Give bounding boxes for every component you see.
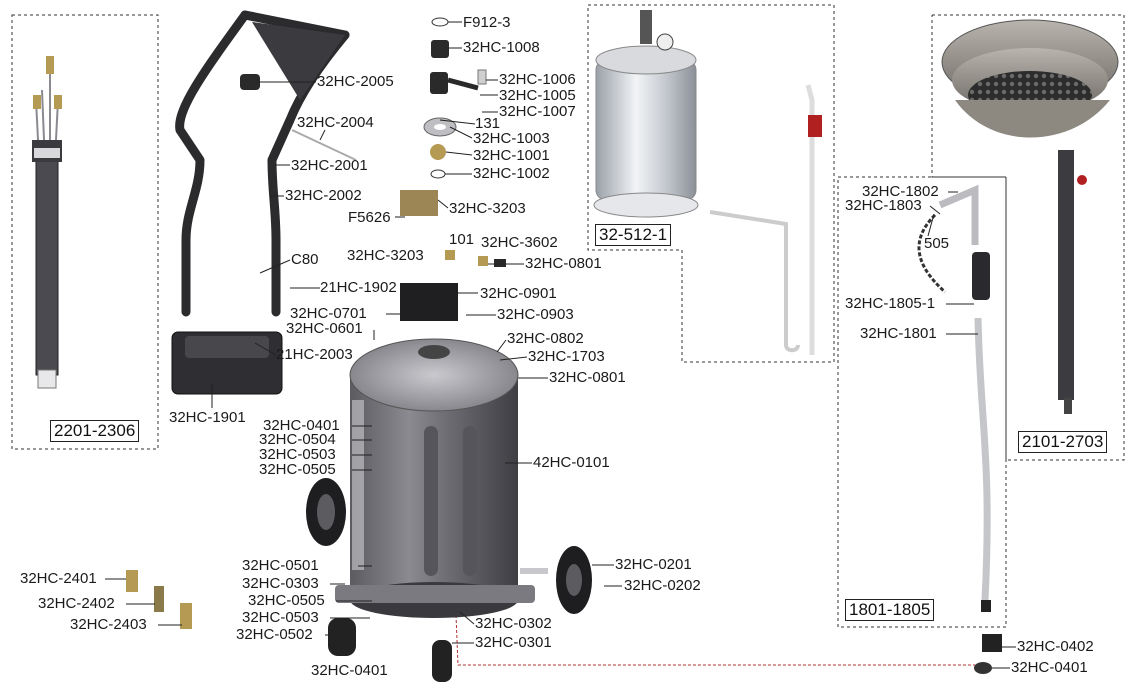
loose-fittings-art (126, 570, 1002, 674)
part-label: 131 (475, 115, 501, 132)
part-label: 32HC-0505 (248, 592, 325, 609)
part-label: 32HC-2004 (297, 114, 374, 131)
part-label: C80 (291, 251, 319, 268)
part-label: 32HC-0801 (525, 255, 602, 272)
part-label: 32HC-1801 (860, 325, 937, 342)
part-label: 32HC-2403 (70, 616, 147, 633)
part-label: 32HC-0903 (497, 306, 574, 323)
leader-lines (105, 21, 1016, 669)
part-label: 21HC-1902 (320, 279, 397, 296)
part-label: 32HC-1003 (473, 130, 550, 147)
group-box-outlines (11, 4, 1125, 628)
part-label: 32HC-1803 (845, 197, 922, 214)
knob-art (240, 74, 260, 90)
part-label: 32HC-0502 (236, 626, 313, 643)
part-label: 32HC-0303 (242, 575, 319, 592)
part-label: 32HC-0503 (259, 446, 336, 463)
part-label: 101 (449, 231, 475, 248)
handle-tray-art (252, 22, 345, 100)
part-label: 32HC-0801 (549, 369, 626, 386)
part-label: 32HC-1703 (528, 348, 605, 365)
part-label: 32HC-0301 (475, 634, 552, 651)
part-label: 32HC-1001 (473, 147, 550, 164)
part-label: 32HC-0402 (1017, 638, 1094, 655)
part-label: 32HC-1008 (463, 39, 540, 56)
part-label: 32HC-0802 (507, 330, 584, 347)
part-label: 32HC-0701 (290, 305, 367, 322)
part-label: 32HC-3203 (449, 200, 526, 217)
part-label: 32HC-2001 (291, 157, 368, 174)
part-label: 32HC-1006 (499, 71, 576, 88)
part-label: 32HC-0401 (1011, 659, 1088, 676)
suction-kit-art (917, 184, 991, 612)
part-label: 32HC-3602 (481, 234, 558, 251)
part-label: 505 (924, 235, 950, 252)
canister-art (593, 10, 822, 355)
part-label: 32HC-2401 (20, 570, 97, 587)
part-label: 32HC-2002 (285, 187, 362, 204)
part-label: 32HC-0401 (311, 662, 388, 679)
part-label: 32HC-0504 (259, 431, 336, 448)
part-label: 32HC-2402 (38, 595, 115, 612)
part-label: F912-3 (463, 14, 511, 31)
part-label: 32HC-0501 (242, 557, 319, 574)
group-label-funnel-kit: 2101-2703 (1018, 431, 1108, 453)
part-label: F5626 (348, 209, 391, 226)
part-label: 32HC-0202 (624, 577, 701, 594)
part-label: 32HC-3203 (347, 247, 424, 264)
part-label: 32HC-1805-1 (845, 295, 936, 312)
part-label: 32HC-1007 (499, 103, 576, 120)
part-label: 32HC-0201 (615, 556, 692, 573)
group-label-tank-kit: 32-512-1 (595, 224, 672, 246)
part-label: 32HC-2005 (317, 73, 394, 90)
wheels-art (306, 478, 592, 682)
main-tank-art (335, 283, 548, 618)
part-label: 32HC-1901 (169, 409, 246, 426)
part-label: 32HC-0503 (242, 609, 319, 626)
part-label: 32HC-1002 (473, 165, 550, 182)
part-label: 42HC-0101 (533, 454, 610, 471)
probe-kit-art (32, 56, 62, 389)
part-label: 32HC-0302 (475, 615, 552, 632)
part-label: 32HC-0505 (259, 461, 336, 478)
part-label: 32HC-1005 (499, 87, 576, 104)
part-label: 21HC-2003 (276, 346, 353, 363)
part-label: 32HC-0401 (263, 417, 340, 434)
funnel-kit-art (941, 19, 1119, 414)
part-label: 32HC-1802 (862, 183, 939, 200)
group-label-probe-kit: 2201-2306 (50, 420, 140, 442)
group-label-suction-kit: 1801-1805 (845, 599, 935, 621)
top-small-parts-art (400, 17, 506, 267)
part-label: 32HC-0901 (480, 285, 557, 302)
part-label: 32HC-0601 (286, 320, 363, 337)
